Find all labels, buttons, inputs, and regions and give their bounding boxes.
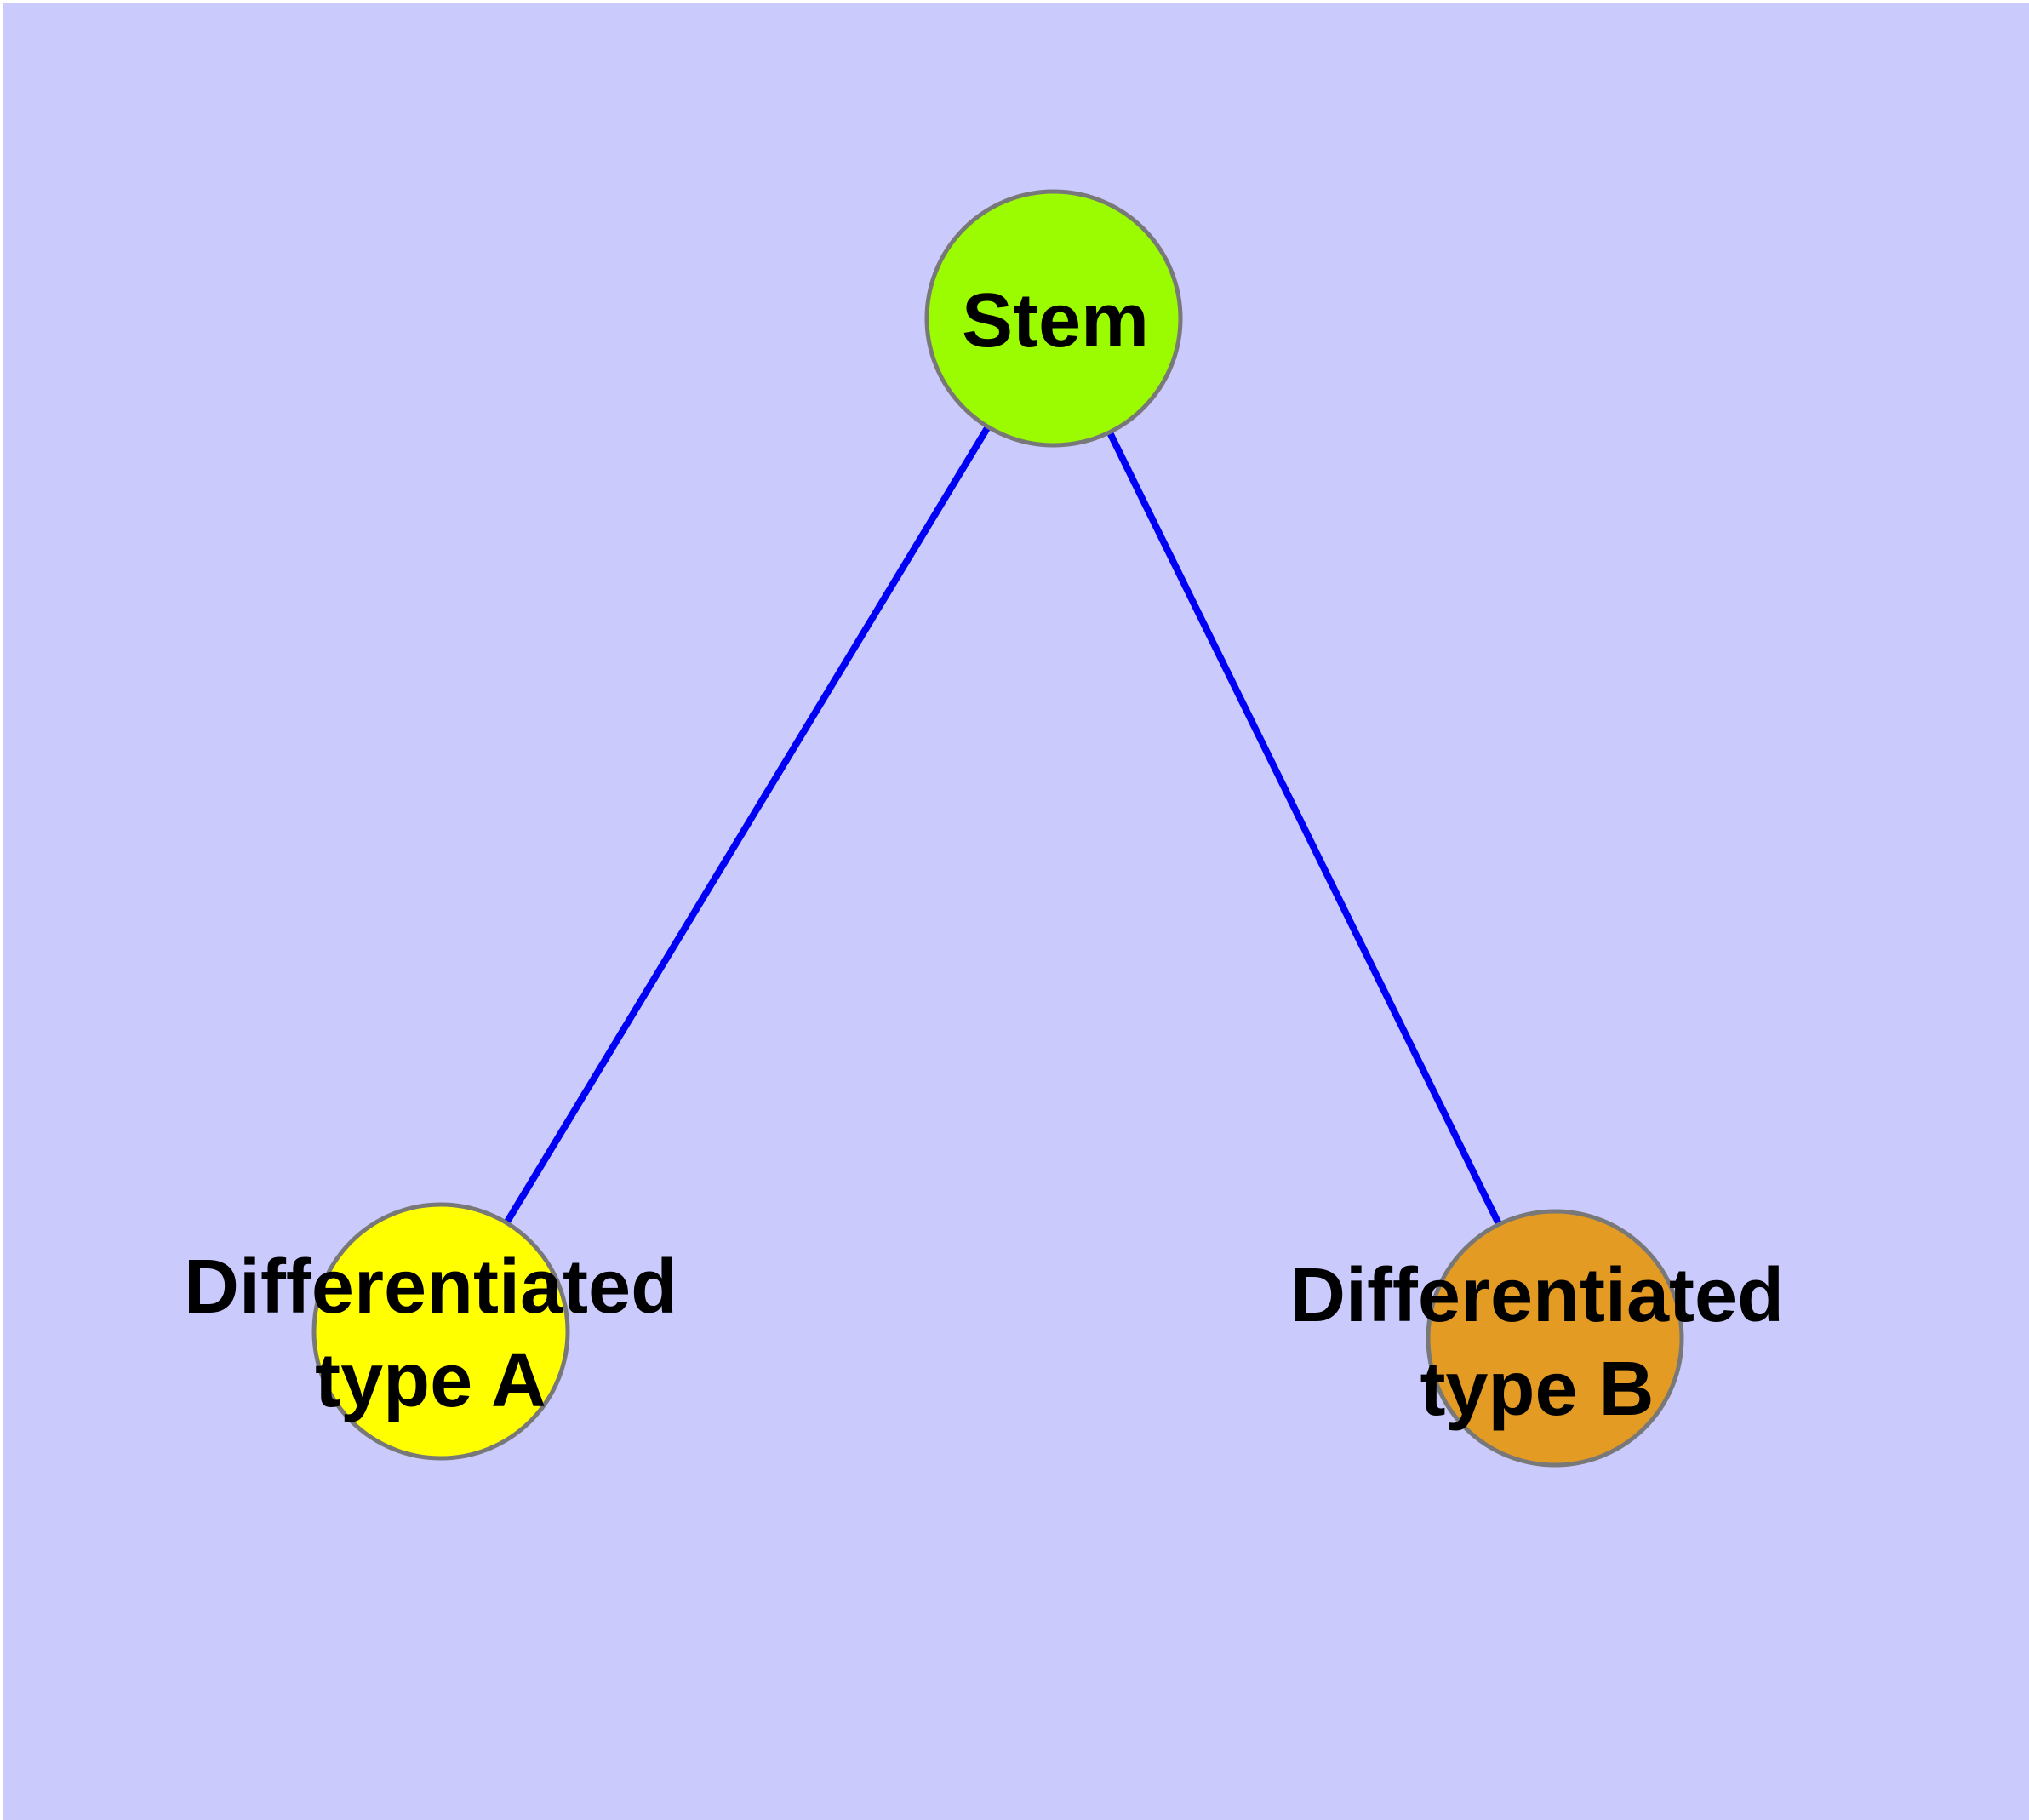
edge-stem-to-type-b (1050, 317, 1558, 1340)
node-type-b-circle (1426, 1209, 1684, 1468)
node-type-a-label-line2: type A (315, 1338, 546, 1423)
node-type-b-label: Differentiated type B (1290, 1249, 1784, 1436)
node-stem-label: Stem (961, 278, 1150, 363)
node-type-b-label-line1: Differentiated (1289, 1253, 1785, 1338)
node-type-a-label-line1: Differentiated (183, 1245, 678, 1330)
node-type-a-circle (311, 1202, 570, 1461)
node-stem-circle (924, 189, 1183, 448)
node-type-b-label-line2: type B (1420, 1347, 1655, 1432)
edge-stem-to-type-a (437, 316, 1057, 1334)
node-type-a-label: Differentiated type A (184, 1240, 677, 1428)
